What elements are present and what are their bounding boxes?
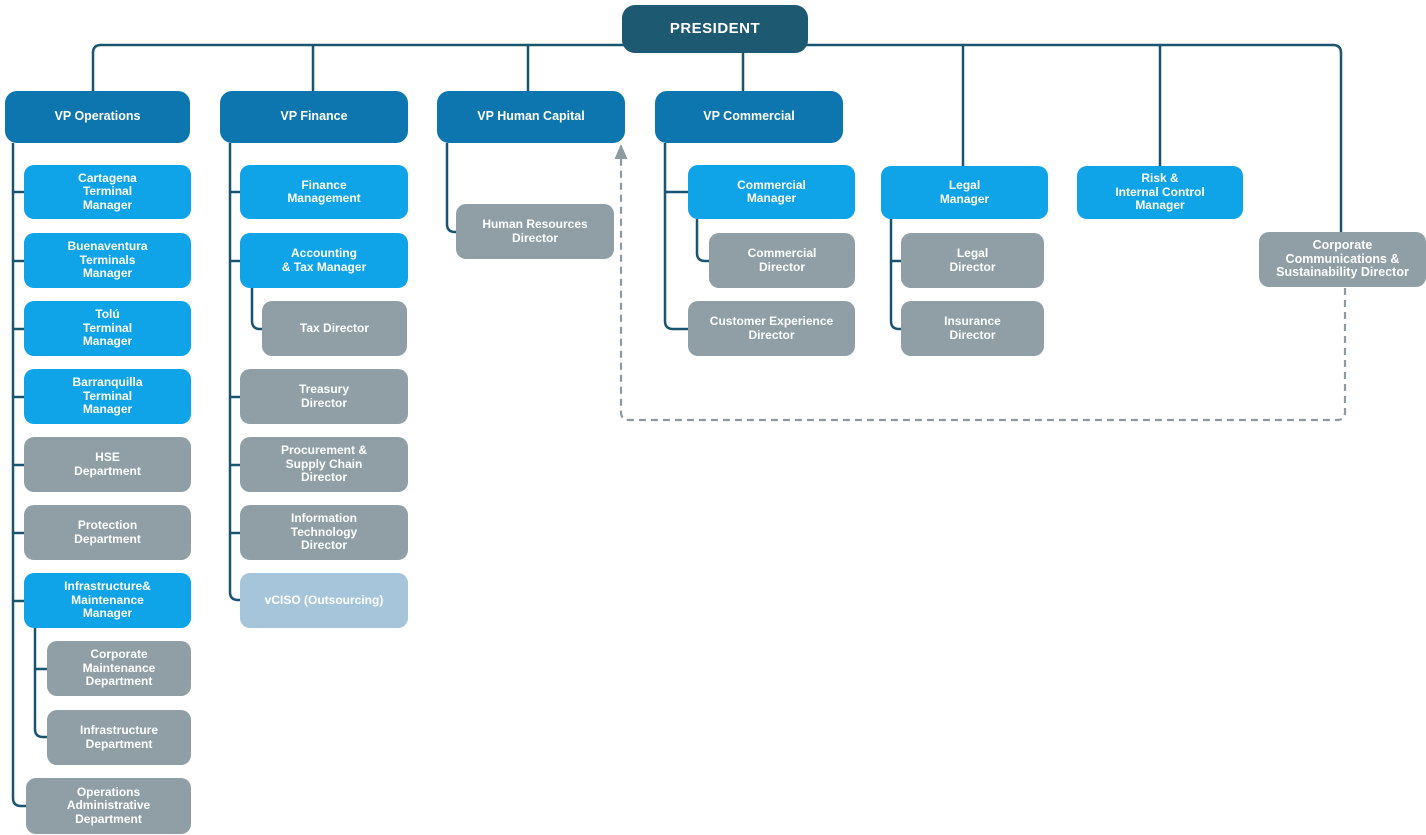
- org-node-cartagena-terminal-manager: Cartagena Terminal Manager: [24, 165, 191, 219]
- org-node-tax-director: Tax Director: [262, 301, 407, 356]
- org-node-corporate-communications-sustainability-director: Corporate Communications & Sustainabilit…: [1259, 232, 1426, 287]
- dashed-line-arrowhead: [614, 144, 628, 159]
- org-node-information-technology-director: Information Technology Director: [240, 505, 408, 560]
- org-node-protection-department: Protection Department: [24, 505, 191, 560]
- org-node-vp-operations: VP Operations: [5, 91, 190, 143]
- org-node-commercial-manager: Commercial Manager: [688, 165, 855, 219]
- org-node-vp-finance: VP Finance: [220, 91, 408, 143]
- org-node-infrastructure-department: Infrastructure Department: [47, 710, 191, 765]
- tax-sub-elbow: [250, 288, 262, 331]
- org-node-buenaventura-terminals-manager: Buenaventura Terminals Manager: [24, 233, 191, 288]
- org-node-customer-experience-director: Customer Experience Director: [688, 301, 855, 356]
- ops-spine: [11, 143, 26, 808]
- org-node-treasury-director: Treasury Director: [240, 369, 408, 424]
- org-node-vp-human-capital: VP Human Capital: [437, 91, 625, 143]
- org-node-procurement-supply-chain-director: Procurement & Supply Chain Director: [240, 437, 408, 492]
- org-node-legal-manager: Legal Manager: [881, 166, 1048, 219]
- org-node-vciso-outsourcing: vCISO (Outsourcing): [240, 573, 408, 628]
- org-node-tolu-terminal-manager: Tolú Terminal Manager: [24, 301, 191, 356]
- org-node-legal-director: Legal Director: [901, 233, 1044, 288]
- commercial-spine: [663, 143, 688, 331]
- org-node-risk-internal-control-manager: Risk & Internal Control Manager: [1077, 166, 1243, 219]
- org-node-vp-commercial: VP Commercial: [655, 91, 843, 143]
- commercial-sub-elbow: [695, 219, 709, 263]
- drop-lines: [311, 45, 1162, 166]
- legal-spine: [889, 219, 901, 331]
- org-node-commercial-director: Commercial Director: [709, 233, 855, 288]
- org-node-infrastructure-maintenance-manager: Infrastructure& Maintenance Manager: [24, 573, 191, 628]
- org-node-finance-management: Finance Management: [240, 165, 408, 219]
- org-node-president: PRESIDENT: [622, 5, 808, 53]
- infra-sub-spine: [33, 628, 47, 739]
- hc-elbow: [445, 143, 456, 234]
- org-node-human-resources-director: Human Resources Director: [456, 204, 614, 259]
- org-node-barranquilla-terminal-manager: Barranquilla Terminal Manager: [24, 369, 191, 424]
- finance-spine: [228, 143, 240, 602]
- org-node-operations-administrative-department: Operations Administrative Department: [26, 778, 191, 834]
- dashed-reporting-line: [619, 158, 1347, 422]
- org-node-accounting-tax-manager: Accounting & Tax Manager: [240, 233, 408, 288]
- org-node-hse-department: HSE Department: [24, 437, 191, 492]
- org-node-corporate-maintenance-department: Corporate Maintenance Department: [47, 641, 191, 696]
- org-node-insurance-director: Insurance Director: [901, 301, 1044, 356]
